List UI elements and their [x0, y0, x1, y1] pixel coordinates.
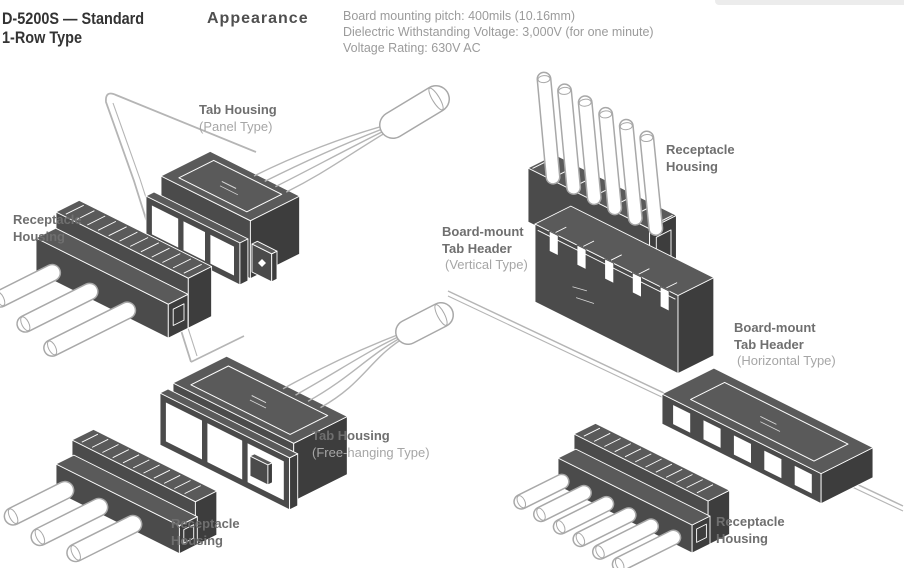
label-variant: (Panel Type) [199, 118, 273, 134]
label-variant: (Vertical Type) [445, 257, 528, 272]
board-mount-tab-header-horizontal-drawing [661, 367, 874, 505]
label-name: Tab Housing [199, 102, 277, 117]
label-variant: (Free-hanging Type) [312, 444, 430, 460]
label-name: Housing [666, 158, 718, 174]
top-border-remnant [715, 0, 904, 5]
row-type-label: 1-Row Type [2, 28, 83, 47]
label-name: Tab Header [442, 240, 512, 256]
board-mount-tab-header-vertical-drawing [534, 205, 715, 374]
receptacle-housing-bottom-left-drawing [3, 428, 218, 563]
label-name: Receptacle [666, 142, 735, 157]
label-name: Housing [171, 532, 223, 548]
label-name: Receptacle [716, 514, 785, 529]
label-tab-housing-panel: Tab Housing (Panel Type) [199, 102, 277, 135]
tab-housing-free-drawing [159, 302, 454, 511]
label-board-mount-tab-header-horizontal: Board-mount Tab Header (Horizontal Type) [734, 320, 836, 370]
page-title: D-5200S — Standard 1-Row Type [2, 9, 144, 47]
label-receptacle-housing-left: Receptacle Housing [13, 212, 82, 245]
spec-line-voltage-rating: Voltage Rating: 630V AC [343, 41, 481, 55]
receptacle-housing-left-drawing [0, 199, 213, 357]
label-receptacle-housing-bottom-left: Receptacle Housing [171, 516, 240, 549]
label-name: Tab Header [734, 336, 804, 352]
label-name: Tab Housing [312, 428, 390, 443]
model-number: D-5200S — Standard [2, 9, 145, 28]
label-receptacle-housing-bottom-right: Receptacle Housing [716, 514, 785, 547]
label-name: Board-mount [442, 224, 524, 239]
receptacle-housing-bottom-right-drawing [513, 422, 731, 568]
spec-line-mounting-pitch: Board mounting pitch: 400mils (10.16mm) [343, 9, 576, 23]
label-receptacle-housing-top-right: Receptacle Housing [666, 142, 735, 175]
label-board-mount-tab-header-vertical: Board-mount Tab Header (Vertical Type) [442, 224, 528, 274]
label-name: Receptacle [171, 516, 240, 531]
section-heading-appearance: Appearance [207, 10, 309, 27]
label-name: Housing [13, 228, 65, 244]
label-name: Board-mount [734, 320, 816, 335]
spec-line-withstanding-voltage: Dielectric Withstanding Voltage: 3,000V … [343, 25, 654, 39]
label-name: Receptacle [13, 212, 82, 227]
label-tab-housing-free-hanging: Tab Housing (Free-hanging Type) [312, 428, 430, 461]
label-name: Housing [716, 530, 768, 546]
label-variant: (Horizontal Type) [737, 353, 836, 368]
tab-housing-panel-drawing [145, 85, 450, 286]
spec-list: Board mounting pitch: 400mils (10.16mm) … [343, 8, 654, 56]
